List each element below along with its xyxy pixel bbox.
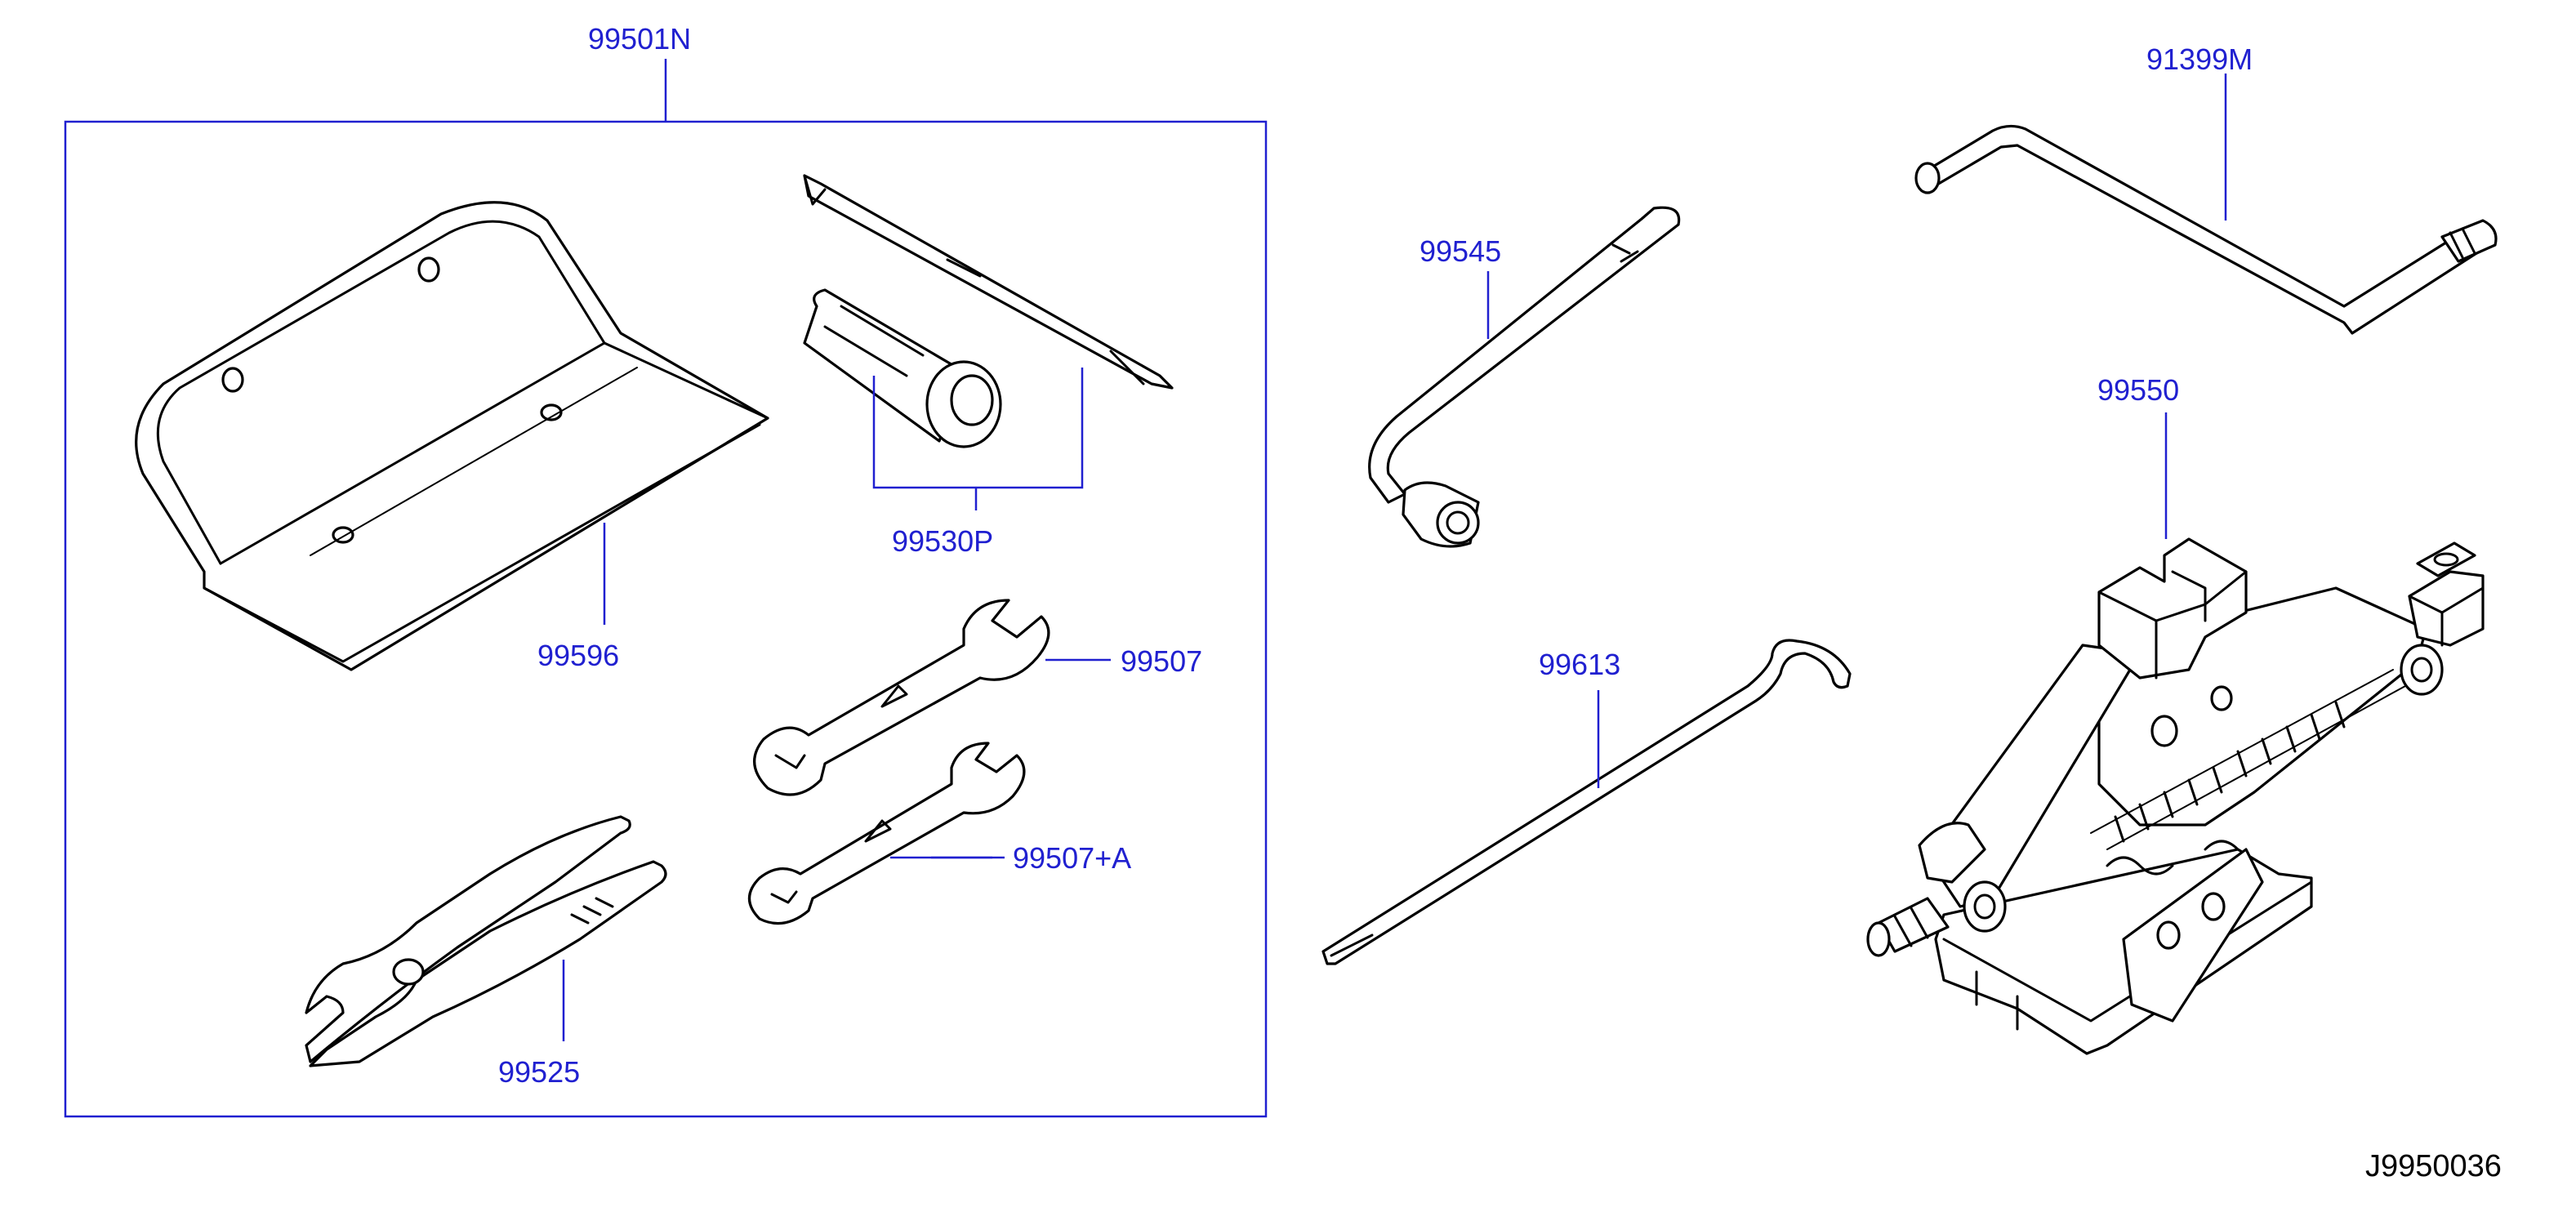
spanner: 99507 — [753, 599, 1202, 796]
screwdriver-icon — [803, 174, 1174, 448]
pliers-label[interactable]: 99525 — [498, 1055, 580, 1089]
diagram-code: J9950036 — [2365, 1149, 2502, 1183]
tool-bag: 99596 — [135, 201, 769, 672]
tool-kit-group-box — [64, 120, 1268, 1118]
tool-kit-group-label[interactable]: 99501N — [588, 22, 691, 56]
tool-bag-label[interactable]: 99596 — [537, 639, 619, 672]
hook-rod: 99613 — [1321, 639, 1852, 965]
screwdriver-set-label[interactable]: 99530P — [892, 524, 993, 558]
tool-kit-group: 99501N — [64, 22, 1268, 1118]
wheel-nut-wrench: 99545 — [1368, 206, 1681, 548]
spanner-a-icon — [747, 742, 1026, 925]
pliers-icon — [305, 815, 667, 1067]
spanner-a-label[interactable]: 99507+A — [1013, 841, 1131, 875]
tool-bag-icon — [135, 201, 769, 671]
jack-handle-label[interactable]: 91399M — [2146, 42, 2253, 76]
wheel-nut-wrench-label[interactable]: 99545 — [1419, 234, 1501, 268]
hook-rod-icon — [1321, 639, 1852, 965]
screwdriver-set: 99530P — [803, 174, 1174, 558]
spanner-icon — [753, 599, 1050, 796]
crank-handle-icon — [1914, 124, 2498, 335]
wheel-wrench-icon — [1368, 206, 1681, 548]
screwdriver-set-leader — [872, 368, 1084, 510]
scissor-jack-icon — [1866, 537, 2485, 1055]
jack: 99550 — [1866, 373, 2485, 1055]
spanner-a: 99507+A — [747, 742, 1131, 925]
pliers: 99525 — [305, 815, 667, 1089]
spanner-label[interactable]: 99507 — [1121, 644, 1202, 678]
jack-label[interactable]: 99550 — [2097, 373, 2179, 407]
hook-rod-label[interactable]: 99613 — [1539, 648, 1620, 681]
jack-handle: 91399M — [1914, 42, 2498, 335]
